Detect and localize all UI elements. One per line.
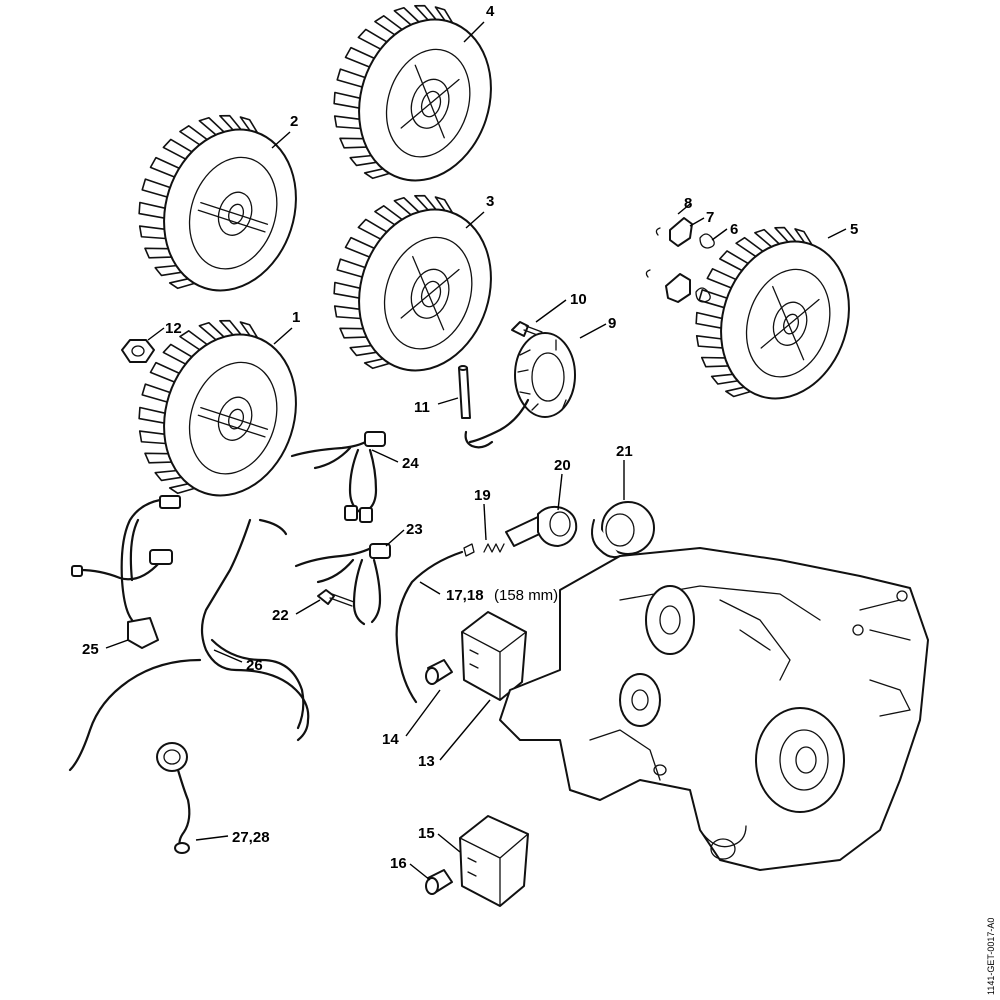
ground-cable-part-27-28 <box>156 742 191 854</box>
cooling-fin <box>141 383 171 403</box>
callout-27-28: 27,28 <box>232 829 270 846</box>
ignition-coil-part-15 <box>459 815 529 907</box>
wiring-harness-part-25 <box>71 495 181 649</box>
cooling-fin <box>336 68 366 88</box>
callout-12: 12 <box>165 320 182 337</box>
callout-9: 9 <box>608 315 616 332</box>
ignition-module-part-9 <box>468 332 576 444</box>
callout-26: 26 <box>246 657 263 674</box>
flywheel-part-5 <box>695 226 850 400</box>
nut-part-12 <box>121 339 155 363</box>
pawl-assembly-upper <box>655 217 715 249</box>
flywheel-part-4 <box>333 4 492 182</box>
screw-part-22 <box>317 589 355 607</box>
cooling-fins <box>333 194 454 370</box>
callout-8: 8 <box>684 195 692 212</box>
callout-1: 1 <box>292 309 300 326</box>
cooling-fin <box>138 201 166 219</box>
grommet-part-21 <box>591 501 655 559</box>
callout-19: 19 <box>474 487 491 504</box>
spring-part-19 <box>483 543 505 553</box>
cooling-fin <box>138 406 166 424</box>
wiring-harness-part-23 <box>294 543 391 626</box>
callout-20: 20 <box>554 457 571 474</box>
flywheel-part-2 <box>138 114 297 292</box>
wiring-harness-part-24 <box>290 431 386 523</box>
pawl-assembly-lower <box>645 269 711 303</box>
callout-2: 2 <box>290 113 298 130</box>
terminal-part-14 <box>425 659 453 685</box>
callout-13: 13 <box>418 753 435 770</box>
cooling-fins <box>138 319 259 495</box>
spark-plug-boot-part-20 <box>505 505 578 547</box>
cooling-fins <box>333 4 454 180</box>
leader-lines <box>105 21 847 881</box>
callout-15: 15 <box>418 825 435 842</box>
callout-25: 25 <box>82 641 99 658</box>
callout-5: 5 <box>850 221 858 238</box>
callout-4: 4 <box>486 3 495 20</box>
ignition-lead-part-17-18 <box>395 543 475 704</box>
flywheel-part-1 <box>138 319 297 497</box>
callout-labels: 4 2 3 1 5 6 7 8 9 10 11 12 24 19 20 21 2… <box>82 3 858 872</box>
sleeve-part-11 <box>458 365 494 449</box>
callout-10: 10 <box>570 291 587 308</box>
drawing-code: 1141-GET-0017-A0 <box>986 918 996 995</box>
ignition-coil-part-13 <box>461 611 527 701</box>
cooling-fin <box>141 178 171 198</box>
callout-22: 22 <box>272 607 289 624</box>
callout-14: 14 <box>382 731 399 748</box>
wire-part-26 <box>68 518 310 772</box>
cooling-fin <box>336 258 366 278</box>
callout-3: 3 <box>486 193 494 210</box>
callout-7: 7 <box>706 209 714 226</box>
callout-17-18-length: (158 mm) <box>494 587 558 604</box>
callout-6: 6 <box>730 221 738 238</box>
cooling-fin <box>333 91 361 109</box>
flywheel-part-3 <box>333 194 492 372</box>
terminal-part-16 <box>425 869 453 895</box>
callout-24: 24 <box>402 455 419 472</box>
callout-16: 16 <box>390 855 407 872</box>
callout-21: 21 <box>616 443 633 460</box>
cooling-fin <box>695 311 723 329</box>
callout-17-18: 17,18 <box>446 587 484 604</box>
engine-crankcase <box>499 547 929 871</box>
callout-23: 23 <box>406 521 423 538</box>
cooling-fin <box>333 281 361 299</box>
callout-11: 11 <box>414 399 430 416</box>
cooling-fin <box>698 289 728 309</box>
